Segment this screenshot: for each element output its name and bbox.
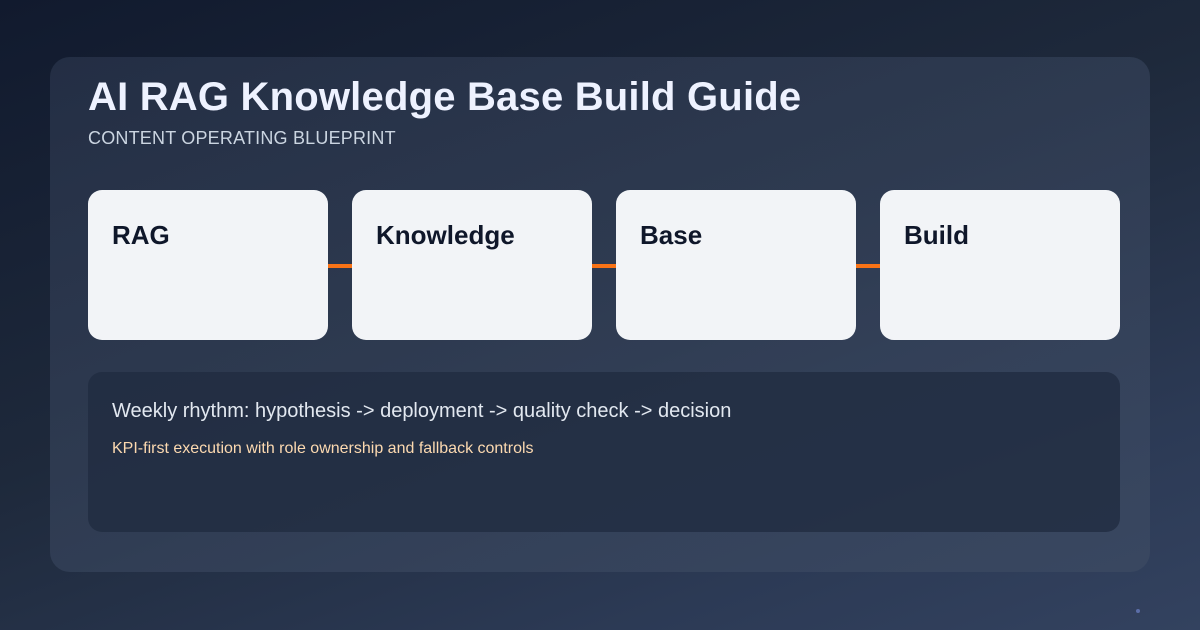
step-card-rag: RAG (88, 190, 328, 340)
connector-line (592, 264, 616, 268)
connector-line (856, 264, 880, 268)
blueprint-card: AI RAG Knowledge Base Build Guide CONTEN… (50, 57, 1150, 572)
step-card-build: Build (880, 190, 1120, 340)
step-card-knowledge: Knowledge (352, 190, 592, 340)
decorative-dot (1136, 609, 1140, 613)
page-title: AI RAG Knowledge Base Build Guide (88, 75, 802, 119)
step-label: RAG (112, 220, 170, 250)
step-label: Knowledge (376, 220, 515, 250)
weekly-rhythm-text: Weekly rhythm: hypothesis -> deployment … (112, 400, 732, 422)
rhythm-panel: Weekly rhythm: hypothesis -> deployment … (88, 372, 1120, 532)
connector-line (328, 264, 352, 268)
step-flow: RAG Knowledge Base Build (88, 190, 1120, 340)
kpi-note-text: KPI-first execution with role ownership … (112, 440, 534, 457)
page-subtitle: CONTENT OPERATING BLUEPRINT (88, 128, 396, 148)
step-label: Build (904, 220, 969, 250)
step-card-base: Base (616, 190, 856, 340)
step-label: Base (640, 220, 703, 250)
